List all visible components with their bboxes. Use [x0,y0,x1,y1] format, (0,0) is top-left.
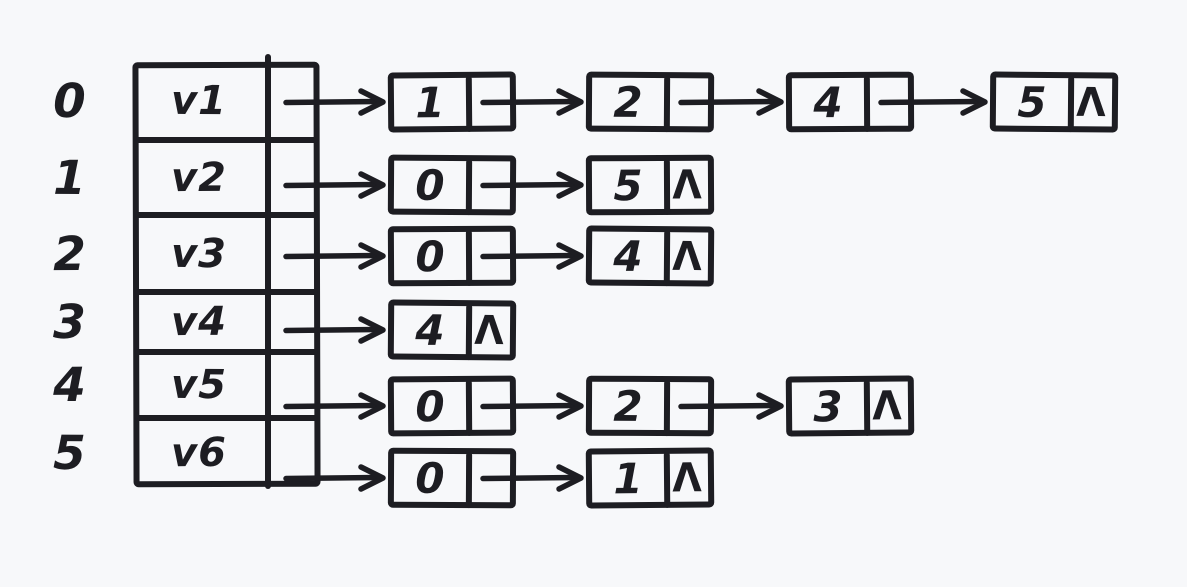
null-marker-icon: Λ [1076,79,1106,126]
node-value: 1 [415,77,445,127]
node-value: 0 [415,452,445,502]
node-to-node-arrow [480,88,584,116]
node-to-node-arrow [480,170,584,199]
table-to-node-arrow [283,88,386,116]
node-to-node-arrow [480,463,584,492]
row-index-label: 3 [52,294,88,350]
row-index-label: 4 [52,357,88,413]
vertex-label: v6 [170,429,228,476]
node-value: 4 [415,305,445,355]
null-marker-icon: Λ [672,161,702,208]
row-index-label: 0 [52,73,88,129]
node-to-node-arrow [480,241,584,270]
node-value: 5 [1017,77,1047,127]
null-marker-icon: Λ [672,453,702,501]
node-value: 1 [613,453,643,503]
null-marker-icon: Λ [672,232,702,280]
node-to-node-arrow [678,88,784,116]
table-row-divider [135,289,318,295]
table-column-divider [265,54,271,489]
table-to-node-arrow [283,392,386,420]
node-value: 5 [613,160,643,210]
node-value: 2 [613,381,643,431]
node-value: 4 [613,230,643,280]
table-to-node-arrow [283,170,386,199]
null-marker-icon: Λ [474,307,504,354]
table-row-divider [135,415,318,421]
null-marker-icon: Λ [872,382,902,429]
node-to-node-arrow [878,88,988,116]
node-value: 2 [613,77,643,127]
vertex-label: v3 [170,230,228,277]
row-index-label: 5 [52,424,87,481]
vertex-label: v4 [170,298,228,346]
table-to-node-arrow [283,316,386,344]
node-to-node-arrow [480,392,584,420]
node-value: 0 [415,231,445,281]
node-value: 3 [813,381,843,431]
table-to-node-arrow [283,463,386,492]
vertex-label: v2 [170,154,228,201]
row-index-label: 1 [52,149,88,206]
table-row-divider [135,349,318,355]
table-row-divider [135,212,318,218]
table-to-node-arrow [283,241,386,270]
row-index-label: 2 [52,225,87,282]
node-value: 0 [415,159,445,209]
vertex-label: v1 [170,77,228,125]
vertex-label: v5 [170,361,228,409]
node-value: 0 [415,381,445,431]
node-value: 4 [813,77,843,127]
table-row-divider [135,137,318,143]
node-to-node-arrow [678,392,784,420]
